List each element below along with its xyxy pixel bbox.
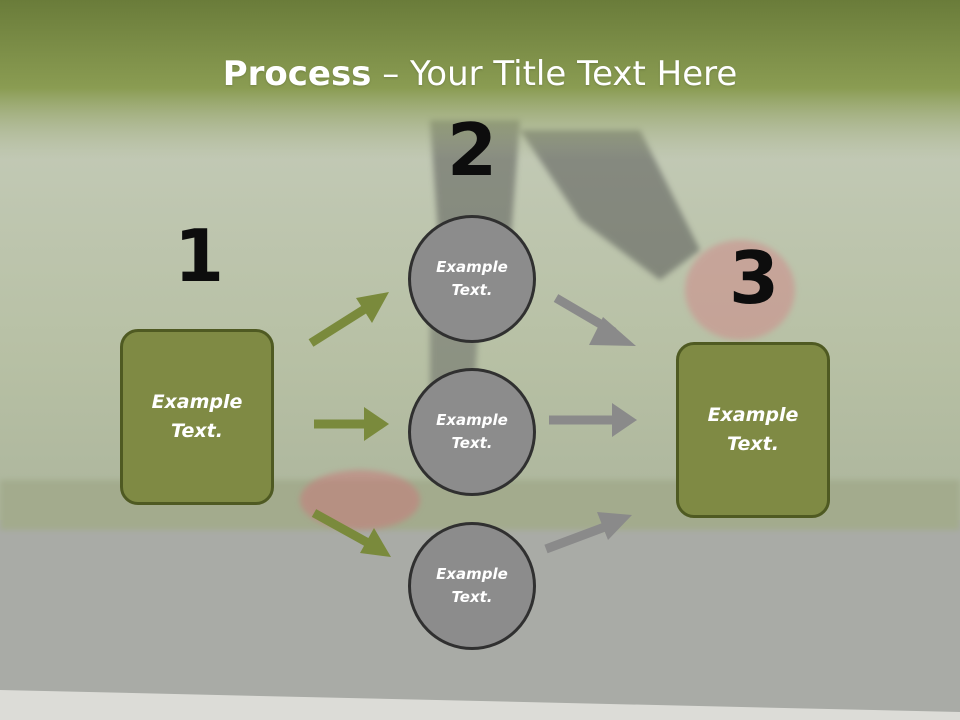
circle-middle-line2: Text. bbox=[451, 434, 493, 452]
slide-title: Process – Your Title Text Here bbox=[0, 52, 960, 96]
step-3-box: Example Text. bbox=[676, 342, 830, 518]
step-1-text-line2: Text. bbox=[171, 420, 223, 442]
step-2-number: 2 bbox=[446, 108, 498, 192]
circle-middle-line1: Example bbox=[436, 411, 508, 429]
title-bold: Process bbox=[222, 54, 372, 94]
title-rest: – Your Title Text Here bbox=[371, 54, 738, 94]
step-1-box: Example Text. bbox=[120, 329, 274, 505]
arrow-circle-middle-to-3 bbox=[549, 403, 637, 437]
step-2-circle-middle: Example Text. bbox=[408, 368, 536, 496]
circle-top-line1: Example bbox=[436, 258, 508, 276]
arrow-1-to-circle-top bbox=[308, 292, 389, 347]
arrow-circle-bottom-to-3 bbox=[544, 512, 632, 554]
step-3-text-line2: Text. bbox=[727, 433, 779, 455]
circle-bottom-line1: Example bbox=[436, 565, 508, 583]
step-1-text-line1: Example bbox=[151, 391, 243, 413]
step-1-number: 1 bbox=[173, 214, 225, 298]
circle-top-line2: Text. bbox=[451, 281, 493, 299]
arrow-circle-top-to-3 bbox=[553, 294, 636, 346]
arrow-1-to-circle-middle bbox=[314, 407, 389, 441]
step-2-circle-top: Example Text. bbox=[408, 215, 536, 343]
step-3-number: 3 bbox=[728, 236, 780, 320]
arrow-1-to-circle-bottom bbox=[311, 509, 391, 557]
step-2-circle-bottom: Example Text. bbox=[408, 522, 536, 650]
step-3-text-line1: Example bbox=[707, 404, 799, 426]
circle-bottom-line2: Text. bbox=[451, 588, 493, 606]
